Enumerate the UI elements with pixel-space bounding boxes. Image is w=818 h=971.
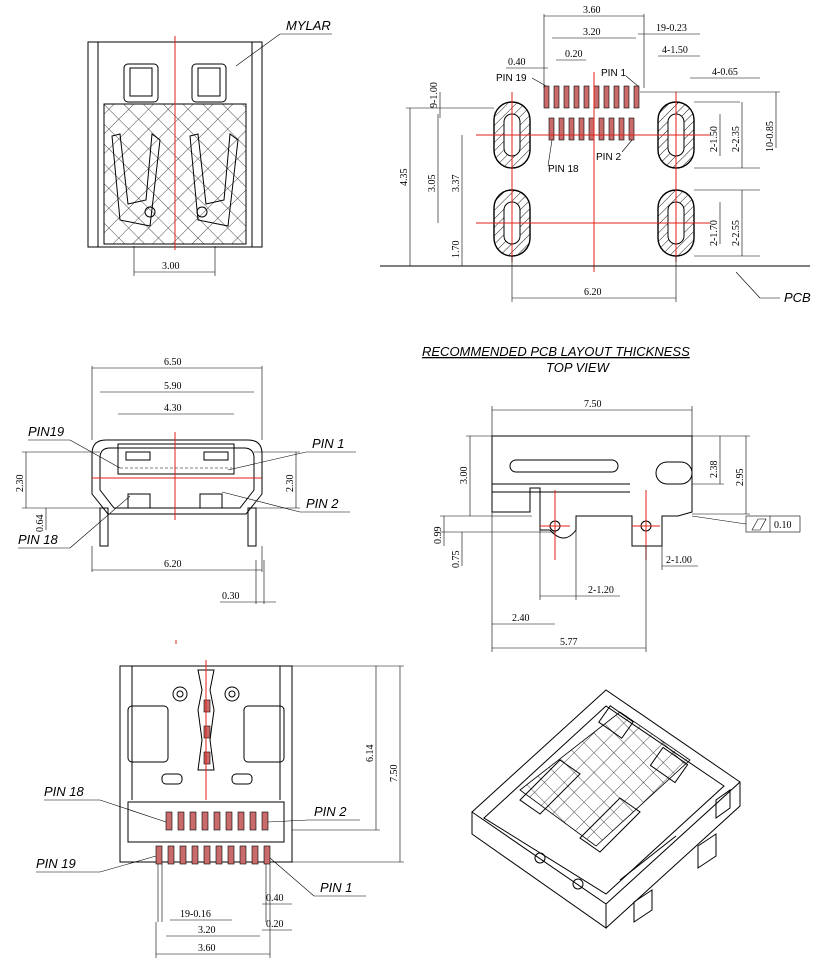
dim-430: 4.30: [164, 403, 182, 414]
pcb-pin18-label: PIN 18: [548, 164, 579, 175]
dim-099: 0.99: [433, 527, 444, 545]
dim-2-120: 2-1.20: [588, 585, 614, 596]
bottom-pin-row-lower: [155, 845, 271, 865]
pcb-pin1-label: PIN 1: [601, 68, 626, 79]
dim-width-300: 3.00: [162, 261, 180, 272]
dim-300-side: 3.00: [459, 467, 470, 485]
pcb-label: PCB: [784, 290, 811, 305]
dim-320: 3.20: [583, 27, 601, 38]
dim-620-pcb: 6.20: [584, 287, 602, 298]
dim-19-023: 19-0.23: [656, 23, 687, 34]
dim-020-bottom: 0.20: [266, 919, 284, 930]
bottom-pin2-label: PIN 2: [314, 804, 347, 819]
bottom-pin-row-upper: [165, 811, 269, 831]
bottom-pin18-label: PIN 18: [44, 784, 85, 799]
dim-230-right: 2.30: [285, 475, 296, 493]
dim-170: 1.70: [451, 241, 462, 259]
bottom-view: 6.14 7.50 0.40 19-0.16 3.20 0.20 3.60 PI…: [36, 640, 404, 958]
pcb-pin19-label: PIN 19: [496, 73, 527, 84]
bottom-pin19-label: PIN 19: [36, 856, 76, 871]
dim-360: 3.60: [583, 5, 601, 16]
dim-614: 6.14: [365, 745, 376, 763]
dim-240: 2.40: [512, 613, 530, 624]
dim-750-side: 7.50: [584, 399, 602, 410]
pcb-layout-view: PCB 3.60 3.20 19-0.23 0.20 0.40 4-1.50 4…: [380, 5, 811, 305]
dim-305: 3.05: [427, 175, 438, 193]
dim-040-bottom: 0.40: [266, 893, 284, 904]
front-pin18-label: PIN 18: [18, 532, 59, 547]
dim-238: 2.38: [709, 461, 720, 479]
dim-435: 4.35: [399, 169, 410, 187]
caption-line2: TOP VIEW: [546, 360, 611, 375]
dim-577: 5.77: [560, 637, 578, 648]
pcb-pin2-label: PIN 2: [596, 152, 621, 163]
front-pin2-label: PIN 2: [306, 496, 339, 511]
dim-19-016: 19-0.16: [180, 909, 211, 920]
dim-2-235: 2-2.35: [731, 126, 742, 152]
dim-075: 0.75: [451, 551, 462, 569]
dim-10-085: 10-0.85: [765, 121, 776, 152]
dim-2-150: 2-1.50: [709, 126, 720, 152]
front-pin1-label: PIN 1: [312, 436, 345, 451]
dim-320-bottom: 3.20: [198, 925, 216, 936]
flatness-value: 0.10: [774, 520, 792, 531]
dim-4-150: 4-1.50: [662, 45, 688, 56]
dim-337: 3.37: [451, 175, 462, 193]
isometric-view: [471, 689, 741, 929]
caption-line1: RECOMMENDED PCB LAYOUT THICKNESS: [422, 344, 690, 359]
dim-590: 5.90: [164, 381, 182, 392]
dim-020: 0.20: [565, 49, 583, 60]
dim-064: 0.64: [35, 515, 46, 533]
dim-650: 6.50: [164, 357, 182, 368]
dim-2-255: 2-2.55: [731, 220, 742, 246]
dim-295: 2.95: [735, 469, 746, 487]
bottom-pin1-label: PIN 1: [320, 880, 353, 895]
dim-2-100-side: 2-1.00: [666, 555, 692, 566]
pad-row-top: [543, 85, 640, 109]
dim-4-065: 4-0.65: [712, 67, 738, 78]
dim-620-front: 6.20: [164, 559, 182, 570]
dim-360-bottom: 3.60: [198, 943, 216, 954]
front-pin19-label: PIN19: [28, 424, 64, 439]
front-view: 6.50 5.90 4.30 2.30 2.30 0.64 6.20 0.30 …: [15, 357, 356, 604]
dim-040: 0.40: [508, 57, 526, 68]
dim-2-170: 2-1.70: [709, 220, 720, 246]
pad-row-bottom: [548, 117, 635, 141]
mylar-label: MYLAR: [286, 18, 331, 33]
side-view: 7.50 3.00 2.38 2.95 0.99 0.75 2-1.00 2-1…: [433, 399, 801, 652]
top-left-view: MYLAR 3.00: [87, 18, 332, 276]
dim-750-bottom: 7.50: [389, 765, 400, 783]
dim-230-left: 2.30: [15, 475, 26, 493]
dim-030: 0.30: [222, 591, 240, 602]
dim-9-100: 9-1.00: [429, 82, 440, 108]
